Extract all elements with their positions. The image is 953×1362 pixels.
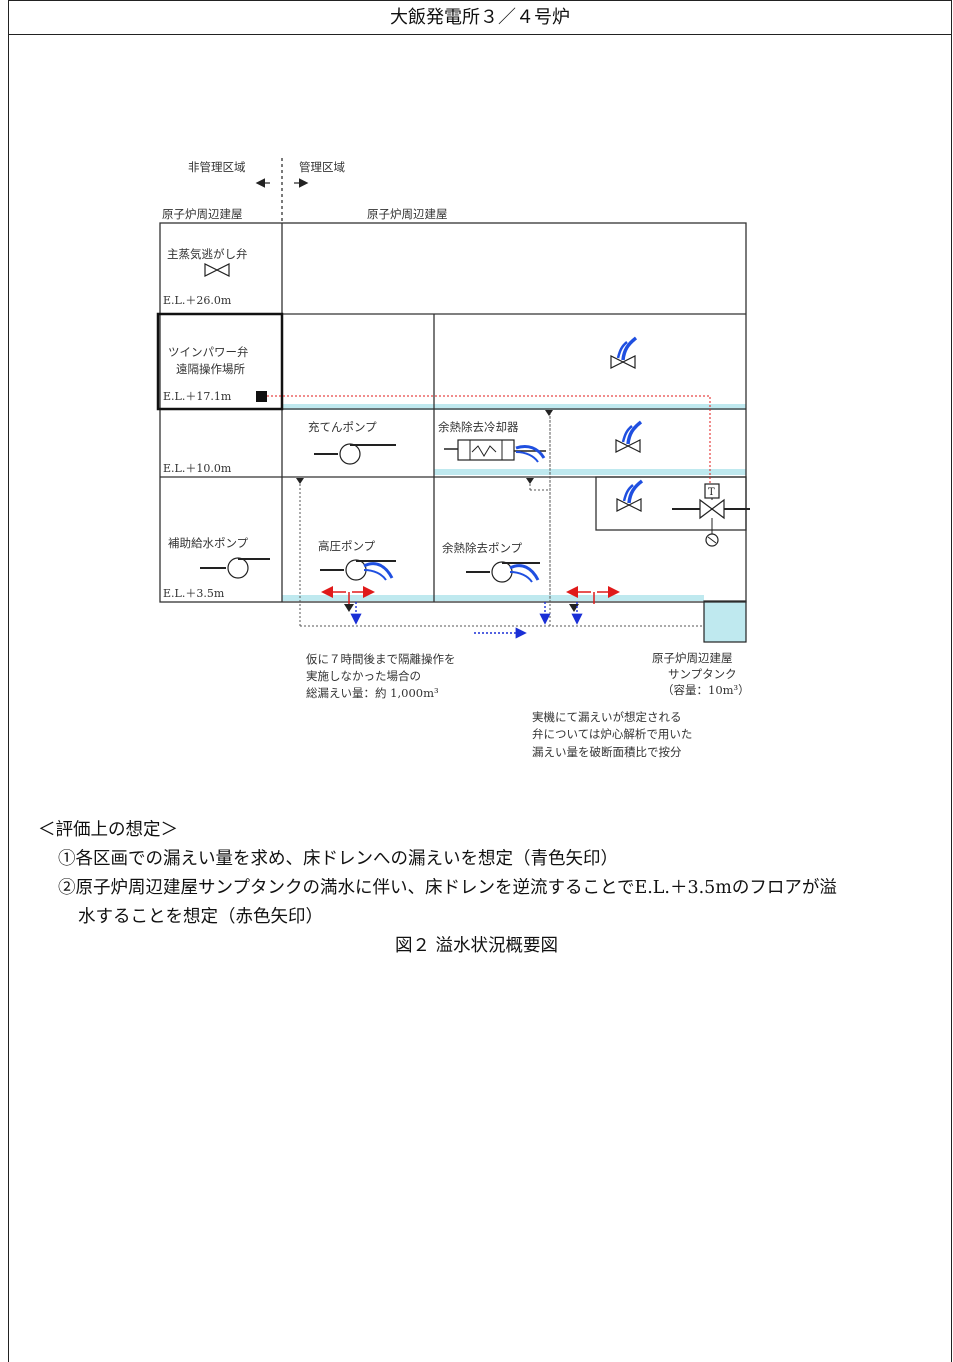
evaluation-assumptions: ＜評価上の想定＞ ①各区画での漏えい量を求め、床ドレンへの漏えいを想定（青色矢印… [38, 816, 943, 932]
zone-label-non-controlled: 非管理区域 [188, 160, 246, 174]
rhr-cooler-label: 余熱除去冷却器 [438, 420, 519, 434]
remote-control-line [267, 395, 711, 490]
assumption-item-1: ①各区画での漏えい量を求め、床ドレンへの漏えいを想定（青色矢印） [58, 849, 618, 869]
elevation-10: E.L.＋10.0m [163, 462, 232, 475]
main-steam-relief-valve-label: 主蒸気逃がし弁 [167, 247, 248, 261]
hp-pump-label: 高圧ポンプ [318, 539, 376, 553]
floor-drain-3 [526, 478, 534, 484]
flooding-diagram: 非管理区域 管理区域 原子炉周辺建屋 原子炉周辺建屋 主蒸気逃がし弁 E.L.＋… [156, 158, 750, 759]
water-layer-el17 [282, 404, 746, 410]
svg-text:T: T [708, 487, 715, 498]
building-outline [159, 222, 747, 603]
sump-tank [703, 600, 747, 643]
leak-note-line-1: 仮に７時間後まで隔離操作を [306, 652, 456, 666]
actual-note-line-3: 漏えい量を破断面積比で按分 [532, 745, 682, 759]
water-layer-el3 [282, 595, 704, 601]
leak-note-line-3: 総漏えい量：約 1,000m³ [306, 686, 439, 700]
building-label-right: 原子炉周辺建屋 [367, 207, 448, 221]
assumption-item-2-cont: 水することを想定（赤色矢印） [78, 907, 323, 927]
leak-note-line-2: 実施しなかった場合の [306, 669, 421, 683]
page-frame [8, 0, 952, 1362]
remote-panel-icon [256, 391, 267, 402]
floor-drain-4 [344, 604, 354, 612]
elevation-26: E.L.＋26.0m [163, 294, 232, 307]
rhr-cooler-icon [444, 439, 546, 463]
leak-valve-icon-el10 [615, 420, 643, 453]
backflow-arrow-hp-room [321, 586, 375, 604]
remote-operation-label: 遠隔操作場所 [176, 362, 245, 376]
hp-pump-icon [320, 559, 396, 581]
assumption-item-2: ②原子炉周辺建屋サンプタンクの満水に伴い、床ドレンを逆流することでE.L.＋3.… [58, 878, 837, 898]
actual-note-line-2: 弁については炉心解析で用いた [532, 727, 692, 741]
aux-feedwater-pump-label: 補助給水ポンプ [168, 536, 249, 550]
drain-piping [299, 416, 704, 627]
page-title: 大飯発電所３／４号炉 [8, 0, 952, 35]
main-steam-relief-valve-icon [204, 263, 230, 277]
assumptions-heading: ＜評価上の想定＞ [38, 820, 178, 840]
leak-valve-icon-room [616, 479, 644, 512]
elevation-17: E.L.＋17.1m [163, 390, 232, 403]
remote-operation-room [156, 312, 284, 411]
sump-label-line-3: （容量：10m³） [662, 683, 750, 697]
isolation-valve-icon: T [672, 483, 750, 547]
leak-valve-icon-el17 [610, 336, 638, 369]
floor-drain-1 [545, 410, 553, 416]
floor-drain-2 [296, 478, 304, 484]
sump-label-line-2: サンプタンク [668, 667, 737, 681]
figure-caption: 図２ 溢水状況概要図 [394, 936, 559, 956]
rhr-pump-label: 余熱除去ポンプ [442, 541, 523, 555]
backflow-arrow-rhr-room [566, 586, 620, 604]
zone-label-controlled: 管理区域 [299, 160, 345, 174]
charging-pump-label: 充てんポンプ [308, 420, 377, 434]
aux-feedwater-pump-icon [200, 557, 270, 579]
building-label-left: 原子炉周辺建屋 [162, 207, 243, 221]
water-layer-el10 [434, 469, 746, 475]
actual-note-line-1: 実機にて漏えいが想定される [532, 710, 682, 724]
charging-pump-icon [314, 443, 396, 465]
valve-room [595, 476, 747, 531]
rhr-pump-icon [466, 561, 540, 583]
elevation-3-5: E.L.＋3.5m [163, 587, 225, 600]
twin-power-valve-label: ツインパワー弁 [168, 345, 249, 359]
sump-label-line-1: 原子炉周辺建屋 [652, 651, 733, 665]
